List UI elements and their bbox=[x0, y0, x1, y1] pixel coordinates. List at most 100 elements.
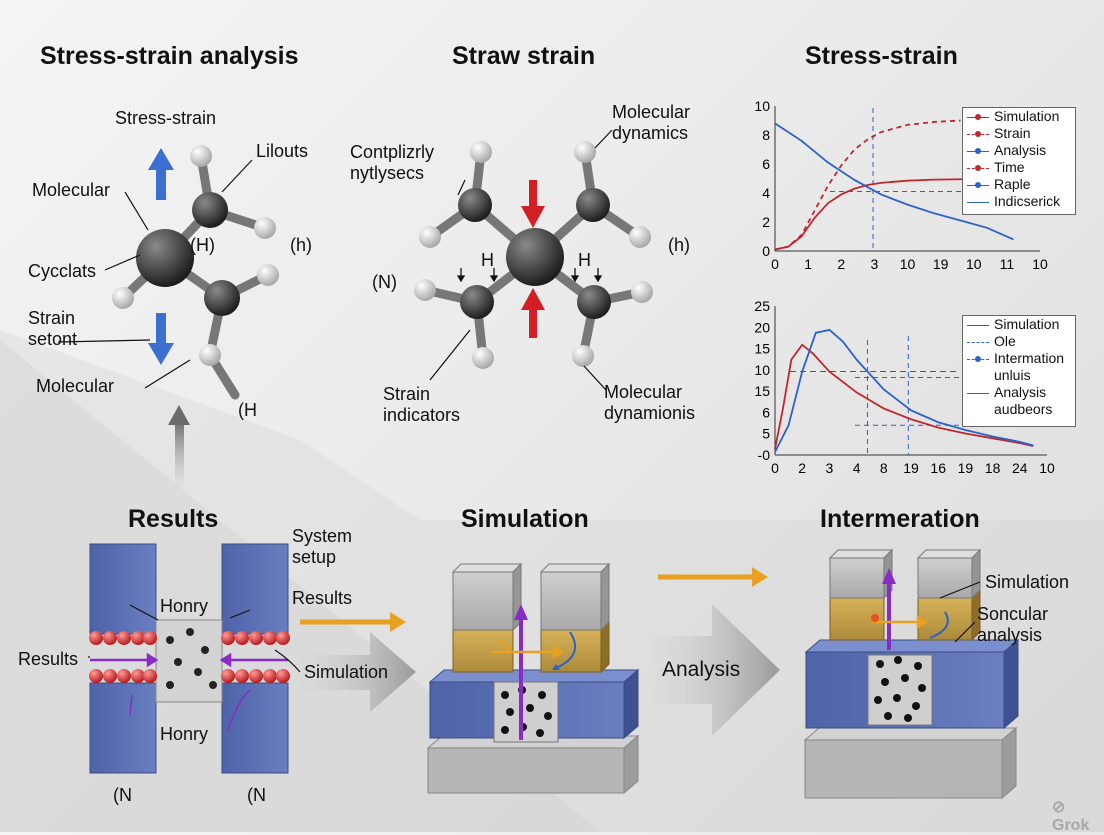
title-intermeration: Intermeration bbox=[820, 505, 980, 533]
x-tick-label: 3 bbox=[870, 256, 878, 272]
legend-item: Simulation bbox=[963, 316, 1075, 333]
x-tick-label: 2 bbox=[798, 460, 806, 476]
series-line bbox=[774, 178, 987, 251]
grok-logo-icon: ⊘ bbox=[1052, 799, 1066, 816]
y-tick-label: 8 bbox=[762, 127, 770, 143]
atom-hydrogen bbox=[472, 347, 494, 369]
legend-item: Analysis audbeors bbox=[963, 384, 1075, 418]
legend-swatch bbox=[967, 201, 989, 203]
legend-label: Intermation unluis bbox=[994, 350, 1065, 383]
x-tick-label: 10 bbox=[1032, 256, 1048, 272]
x-tick-label: 1 bbox=[804, 256, 812, 272]
title-stress-strain-analysis: Stress-strain analysis bbox=[40, 42, 299, 70]
legend-label: Indicserick bbox=[994, 193, 1061, 209]
atom-carbon bbox=[204, 280, 240, 316]
y-tick-label: 25 bbox=[754, 298, 770, 314]
x-tick-label: 19 bbox=[958, 460, 974, 476]
label-h-center: (H) bbox=[190, 235, 215, 255]
label-cycclats: Cycclats bbox=[28, 261, 97, 281]
label-molecular-dynamionis: Molecular dynamionis bbox=[604, 382, 696, 423]
series-line bbox=[774, 328, 1034, 453]
label-stress-strain: Stress-strain bbox=[115, 108, 217, 128]
label-n-right: (N bbox=[247, 785, 266, 805]
label-lilouts: Lilouts bbox=[256, 141, 309, 161]
atom-hydrogen bbox=[572, 345, 594, 367]
atom-hydrogen bbox=[190, 145, 212, 167]
label-h-right-atom: H bbox=[578, 250, 591, 270]
x-tick-label: 10 bbox=[966, 256, 982, 272]
legend-swatch bbox=[967, 147, 989, 154]
x-tick-label: 0 bbox=[771, 256, 779, 272]
legend-label: Time bbox=[994, 159, 1025, 175]
label-soncular-analysis: Soncular analysis bbox=[977, 604, 1049, 645]
legend-label: Simulation bbox=[994, 316, 1060, 332]
label-h-right: (h) bbox=[290, 235, 312, 255]
label-simulation-bottom: Simulation bbox=[304, 662, 389, 682]
label-molecular-dynamics: Molecular dynamics bbox=[612, 102, 691, 143]
y-tick-label: 10 bbox=[754, 362, 770, 378]
y-tick-label: 6 bbox=[762, 156, 770, 172]
legend-swatch bbox=[967, 392, 989, 394]
x-tick-label: 10 bbox=[900, 256, 916, 272]
atom-hydrogen bbox=[257, 264, 279, 286]
y-tick-label: 5 bbox=[762, 426, 770, 442]
y-tick-label: 20 bbox=[754, 319, 770, 335]
atom-carbon bbox=[460, 285, 494, 319]
series-line bbox=[774, 343, 1034, 450]
legend-swatch bbox=[967, 355, 989, 362]
label-h-right: (h) bbox=[668, 235, 690, 255]
atom-hydrogen bbox=[199, 344, 221, 366]
legend-label: Raple bbox=[994, 176, 1031, 192]
legend-item: Analysis bbox=[963, 142, 1075, 159]
atom-carbon bbox=[506, 228, 564, 286]
x-tick-label: 19 bbox=[933, 256, 949, 272]
arrow-down-icon bbox=[148, 313, 174, 365]
label-simulation-right: Simulation bbox=[985, 572, 1070, 592]
legend-swatch bbox=[967, 341, 989, 343]
legend-item: Raple bbox=[963, 176, 1075, 193]
arrow-up-icon bbox=[148, 148, 174, 200]
atom-hydrogen bbox=[414, 279, 436, 301]
y-tick-label: 2 bbox=[762, 214, 770, 230]
label-contplizrly: Contplizrly nytlysecs bbox=[350, 142, 435, 183]
label-n-left: (N bbox=[113, 785, 132, 805]
label-strain-indicators: Strain indicators bbox=[383, 384, 461, 425]
legend-label: Analysis bbox=[994, 142, 1047, 158]
x-tick-label: 11 bbox=[1000, 256, 1015, 272]
x-tick-label: 19 bbox=[903, 460, 919, 476]
atom-hydrogen bbox=[574, 141, 596, 163]
atom-hydrogen bbox=[254, 217, 276, 239]
watermark: ⊘ Grok bbox=[1052, 799, 1090, 834]
legend-swatch bbox=[967, 164, 989, 171]
arrow-up-icon bbox=[882, 568, 896, 650]
label-results-left: Results bbox=[18, 649, 79, 669]
y-tick-label: 10 bbox=[754, 98, 770, 114]
title-results: Results bbox=[128, 505, 219, 533]
label-h-bottom: (H bbox=[238, 400, 257, 420]
legend-item: Indicserick bbox=[963, 193, 1075, 210]
y-tick-label: 6 bbox=[762, 404, 770, 420]
legend-label: Ole bbox=[994, 333, 1016, 349]
arrow-up-icon bbox=[168, 405, 190, 492]
atom-carbon bbox=[458, 188, 492, 222]
label-system-setup: System setup bbox=[292, 526, 353, 567]
arrow-up-icon bbox=[514, 604, 528, 740]
arrow-right-icon bbox=[652, 604, 780, 736]
title-stress-strain: Stress-strain bbox=[805, 42, 958, 70]
label-molecular: Molecular bbox=[32, 180, 111, 200]
label-honry-top: Honry bbox=[160, 596, 209, 616]
arrow-down-icon bbox=[521, 180, 545, 228]
x-tick-label: 8 bbox=[880, 460, 888, 476]
y-tick-label: 15 bbox=[754, 341, 770, 357]
y-tick-label: 4 bbox=[762, 185, 770, 201]
atom-carbon bbox=[136, 229, 194, 287]
arrow-up-icon bbox=[521, 288, 545, 338]
label-n-left: (N) bbox=[372, 272, 397, 292]
legend-label: Strain bbox=[994, 125, 1031, 141]
legend-swatch bbox=[967, 130, 989, 137]
